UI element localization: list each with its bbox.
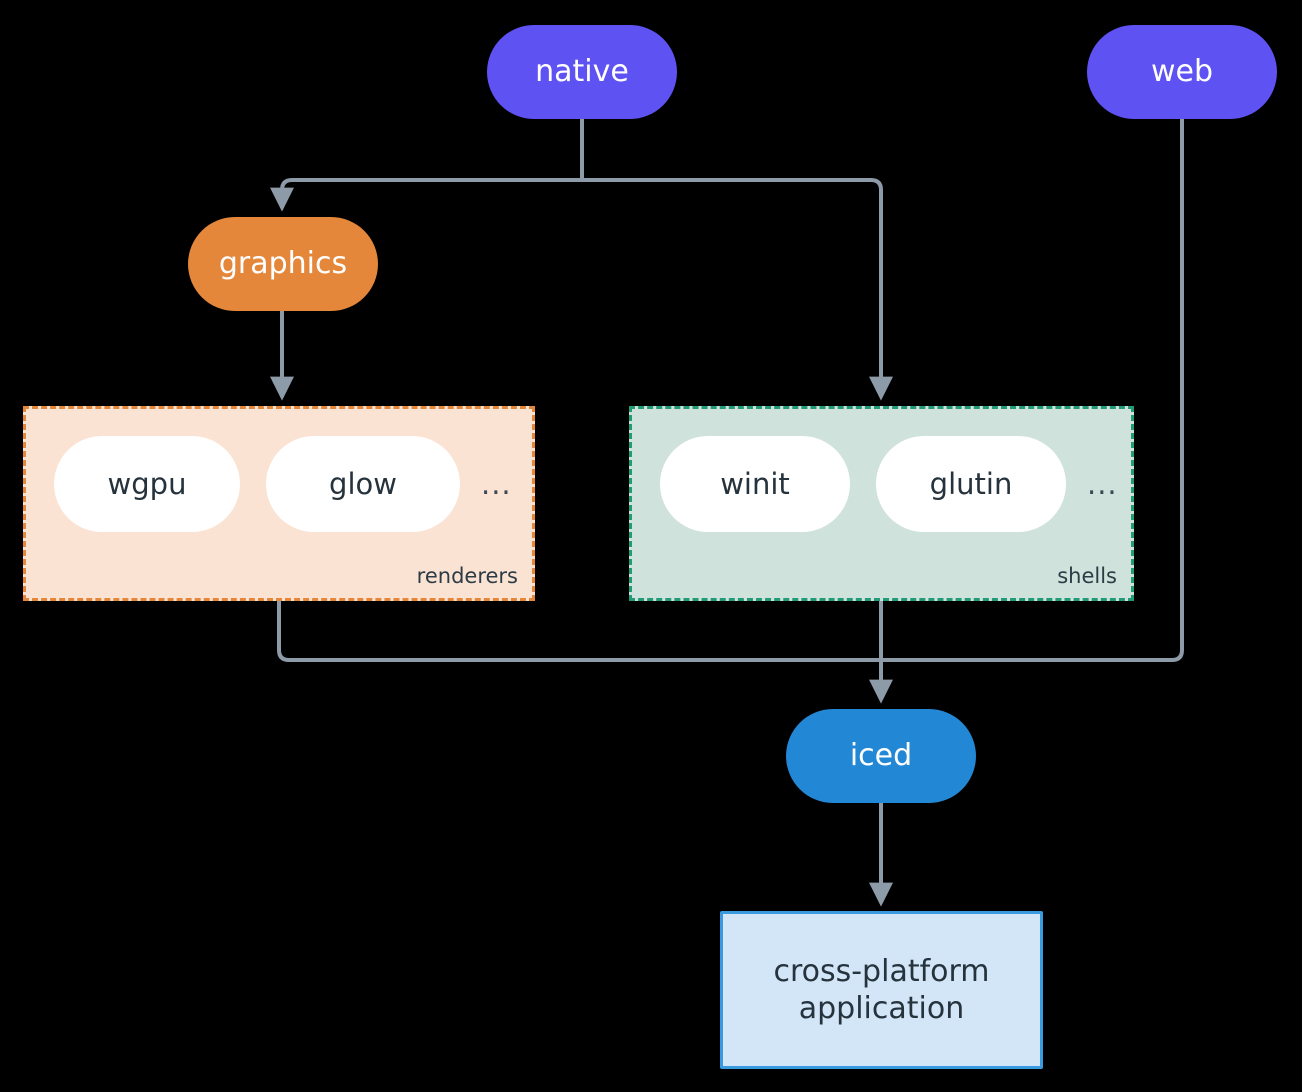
node-iced-label: iced: [849, 738, 913, 774]
shells-more-ellipsis: ...: [1087, 467, 1118, 501]
edge-renderers-to-iced: [277, 601, 881, 662]
app-label-line2: application: [798, 991, 965, 1026]
node-web-label: web: [1150, 54, 1214, 90]
renderers-more-ellipsis: ...: [481, 467, 512, 501]
group-shells-label: shells: [1057, 564, 1117, 588]
chip-glutin[interactable]: glutin: [876, 436, 1066, 532]
node-web[interactable]: web: [1087, 25, 1277, 119]
node-graphics[interactable]: graphics: [188, 217, 378, 311]
chip-glow[interactable]: glow: [266, 436, 460, 532]
chip-winit[interactable]: winit: [660, 436, 850, 532]
chip-glutin-label: glutin: [929, 467, 1013, 501]
group-renderers-label: renderers: [416, 564, 518, 588]
node-cross-platform-application[interactable]: cross-platform application: [720, 911, 1043, 1069]
chip-wgpu[interactable]: wgpu: [54, 436, 240, 532]
group-renderers: wgpu glow ... renderers: [23, 406, 535, 601]
node-native-label: native: [535, 54, 629, 90]
chip-winit-label: winit: [720, 467, 790, 501]
chip-glow-label: glow: [329, 467, 397, 501]
chip-wgpu-label: wgpu: [107, 467, 187, 501]
node-native[interactable]: native: [487, 25, 677, 119]
node-iced[interactable]: iced: [786, 709, 976, 803]
edge-native-to-shells: [582, 178, 893, 401]
edge-native-to-graphics: [270, 178, 582, 212]
group-shells: winit glutin ... shells: [629, 406, 1134, 601]
node-graphics-label: graphics: [218, 246, 348, 282]
app-label-line1: cross-platform: [773, 953, 990, 989]
